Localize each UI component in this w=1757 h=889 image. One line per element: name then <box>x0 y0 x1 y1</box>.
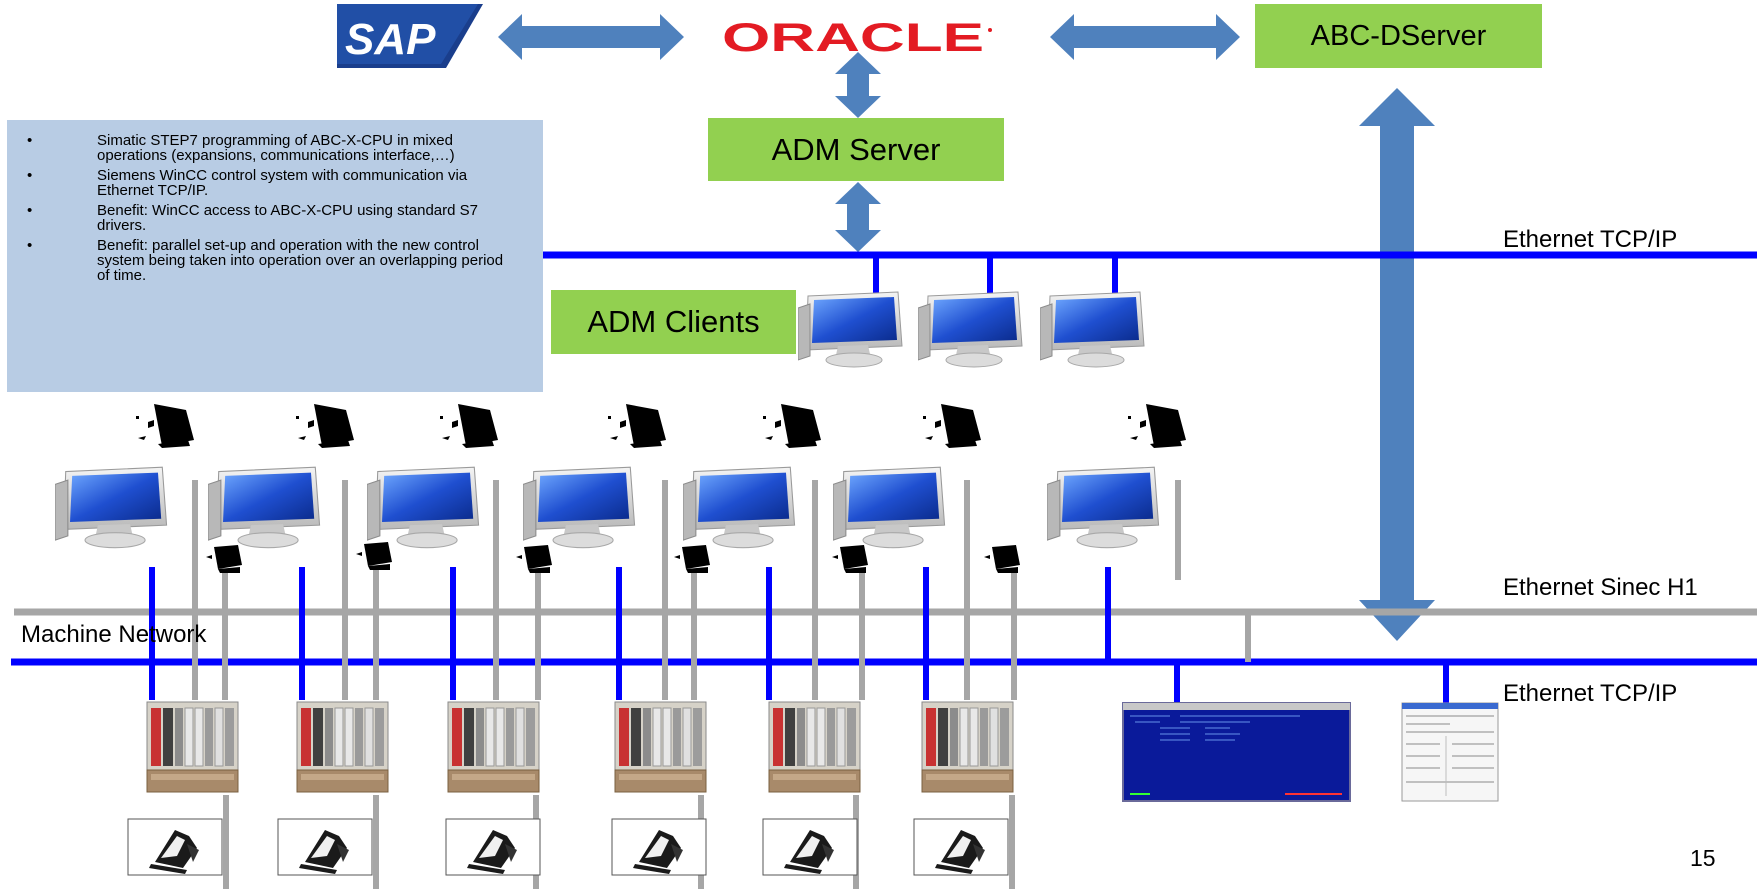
handheld-terminal-icon <box>763 404 821 448</box>
drive-icon <box>127 818 223 876</box>
plc-rack-icon <box>614 701 707 793</box>
adm-server-label: ADM Server <box>771 131 941 167</box>
handheld-small-icon <box>356 542 392 570</box>
plc-rack-icon <box>447 701 540 793</box>
info-bullet-item: • Simatic STEP7 programming of ABC-X-CPU … <box>7 133 543 163</box>
station-monitor-icon <box>55 466 168 549</box>
ethernet-sinec-h1-label: Ethernet Sinec H1 <box>1503 574 1698 601</box>
bullet-marker: • <box>27 202 33 219</box>
drive-icon <box>913 818 1009 876</box>
page-number: 15 <box>1690 845 1716 871</box>
ethernet-tcpip-bottom-label: Ethernet TCP/IP <box>1503 680 1678 707</box>
station-monitor-icon <box>208 466 321 549</box>
plc-racks <box>146 701 1014 793</box>
handheld-terminal-icon <box>923 404 981 448</box>
handheld-small-icon <box>206 545 242 573</box>
drives <box>127 818 1009 876</box>
handheld-small-icon <box>832 545 868 573</box>
info-bullet-item: • Benefit: WinCC access to ABC-X-CPU usin… <box>7 203 543 233</box>
info-bullet-text: Benefit: WinCC access to ABC-X-CPU using… <box>97 202 478 234</box>
drive-icon <box>611 818 707 876</box>
bullet-marker: • <box>27 132 33 149</box>
handheld-terminal-icon <box>440 404 498 448</box>
station-monitor-icon <box>523 466 636 549</box>
adm-server-box: ADM Server <box>708 118 1004 181</box>
dserver-network-arrow <box>1359 88 1435 641</box>
station-monitor-icon <box>1047 466 1160 549</box>
handheld-terminal-icon <box>608 404 666 448</box>
adm-client-drops <box>873 255 1118 296</box>
handheld-small-icon <box>516 545 552 573</box>
bullet-marker: • <box>27 237 33 254</box>
machine-network-label: Machine Network <box>21 621 207 648</box>
terminal-screen-thumbnail <box>1122 702 1351 802</box>
station-monitor-icon <box>683 466 796 549</box>
station-blue-drops <box>149 567 1449 703</box>
drive-icon <box>445 818 541 876</box>
plc-rack-icon <box>146 701 239 793</box>
plc-rack-icon <box>768 701 861 793</box>
handheld-terminal-icon <box>1128 404 1186 448</box>
sap-logo-text: SAP <box>345 15 436 64</box>
oracle-logo-text: ORACLE <box>722 16 984 60</box>
info-bullet-text: Simatic STEP7 programming of ABC-X-CPU i… <box>97 132 455 164</box>
info-bullet-text: Benefit: parallel set-up and operation w… <box>97 237 504 284</box>
adm-clients-box: ADM Clients <box>551 290 796 354</box>
bullet-marker: • <box>27 167 33 184</box>
admserver-ethernet-arrow <box>835 182 881 252</box>
sap-oracle-arrow <box>498 14 684 60</box>
operator-handhelds-top <box>136 404 1186 448</box>
station-monitor-icon <box>367 466 480 549</box>
abc-dserver-box: ABC-DServer <box>1255 4 1542 68</box>
handheld-terminal-icon <box>136 404 194 448</box>
form-screen-thumbnail <box>1401 702 1499 802</box>
adm-clients-label: ADM Clients <box>587 304 760 339</box>
ethernet-tcpip-top-label: Ethernet TCP/IP <box>1503 226 1678 253</box>
station-monitors <box>55 466 1160 549</box>
info-bullet-item: • Benefit: parallel set-up and operation … <box>7 238 543 283</box>
adm-client-monitors <box>798 291 1145 368</box>
station-monitor-icon <box>833 466 946 549</box>
plc-rack-icon <box>921 701 1014 793</box>
abc-dserver-label: ABC-DServer <box>1310 19 1487 52</box>
info-bullet-list: • Simatic STEP7 programming of ABC-X-CPU … <box>7 133 543 283</box>
info-bullet-text: Siemens WinCC control system with commun… <box>97 167 468 199</box>
oracle-logo: ORACLE <box>722 16 992 60</box>
oracle-admserver-arrow <box>835 52 881 118</box>
handheld-terminal-icon <box>296 404 354 448</box>
adm-client-monitor-icon <box>798 291 903 368</box>
handheld-small-icon <box>674 545 710 573</box>
plc-rack-icon <box>296 701 389 793</box>
info-box: • Simatic STEP7 programming of ABC-X-CPU … <box>7 120 543 392</box>
drive-icon <box>762 818 858 876</box>
info-bullet-item: • Siemens WinCC control system with commu… <box>7 168 543 198</box>
handheld-small-icon <box>984 545 1020 573</box>
drive-icon <box>277 818 373 876</box>
adm-client-monitor-icon <box>1040 291 1145 368</box>
oracle-dserver-arrow <box>1050 14 1240 60</box>
sap-logo: SAP <box>337 4 483 68</box>
adm-client-monitor-icon <box>918 291 1023 368</box>
